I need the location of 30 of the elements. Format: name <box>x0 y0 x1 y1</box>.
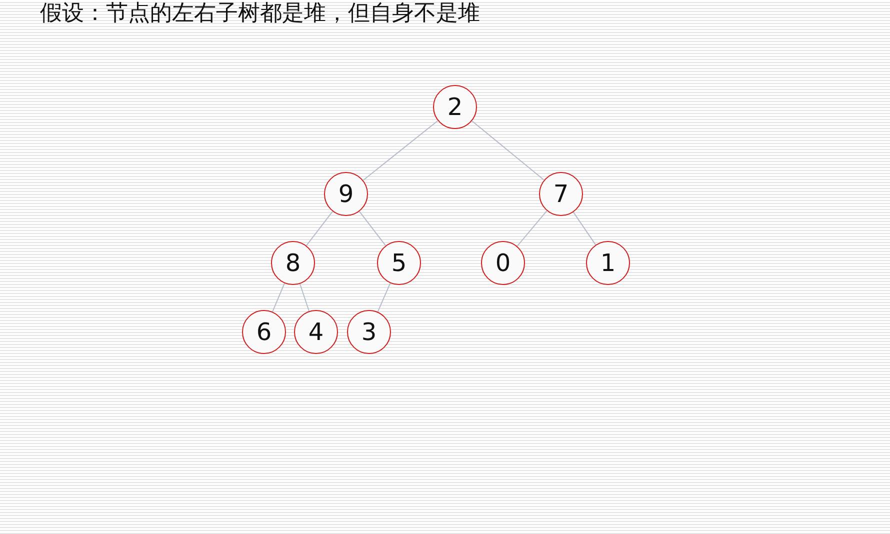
tree-edge <box>272 282 285 312</box>
tree-node-circle <box>324 172 368 216</box>
node-value: 0 <box>495 251 511 275</box>
tree-node-circle <box>586 241 630 285</box>
node-value: 3 <box>361 320 377 344</box>
tree-edge <box>299 283 310 312</box>
tree-edge <box>362 120 438 181</box>
tree-node-circle <box>539 172 583 216</box>
node-value: 9 <box>338 182 354 206</box>
node-value: 2 <box>447 95 463 119</box>
tree-node-circle <box>433 85 477 129</box>
node-value: 7 <box>553 182 569 206</box>
node-value: 8 <box>285 251 301 275</box>
tree-edge <box>358 210 386 246</box>
node-value: 4 <box>308 320 324 344</box>
node-value: 1 <box>600 251 616 275</box>
tree-edge <box>572 212 596 246</box>
tree-node-circle <box>377 241 421 285</box>
tree-edge <box>516 210 548 247</box>
title-text: 假设：节点的左右子树都是堆，但自身不是堆 <box>40 0 480 28</box>
tree-node-circle <box>294 310 338 354</box>
tree-edge <box>377 282 391 312</box>
node-value: 6 <box>256 320 272 344</box>
tree-node-circle <box>481 241 525 285</box>
tree-node-circle <box>271 241 315 285</box>
tree-node-circle <box>242 310 286 354</box>
tree-node-circle <box>347 310 391 354</box>
tree-edge <box>306 210 334 246</box>
node-value: 5 <box>391 251 407 275</box>
tree-edge <box>472 120 544 181</box>
